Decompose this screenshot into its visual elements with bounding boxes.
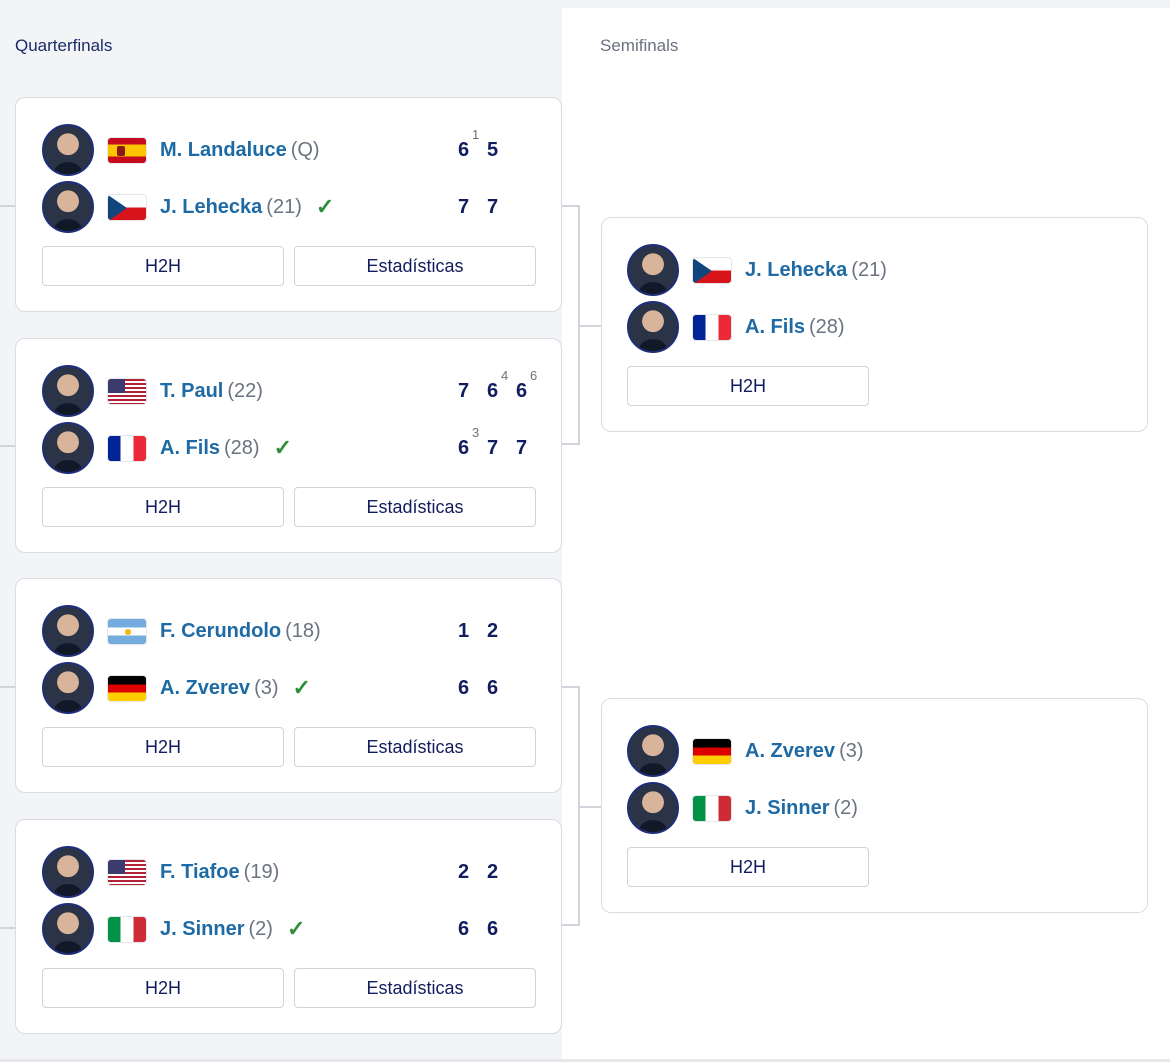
player-name[interactable]: J. Sinner(2) xyxy=(745,796,858,819)
bracket-connector-stub xyxy=(580,325,601,327)
check-icon: ✓ xyxy=(273,435,293,460)
round-title-semifinals: Semifinals xyxy=(600,36,679,55)
player-row[interactable]: F. Tiafoe(19) xyxy=(42,846,279,898)
france-flag-icon xyxy=(107,434,147,462)
player-row[interactable]: A. Zverev(3) ✓ xyxy=(42,662,315,714)
player-name[interactable]: F. Tiafoe(19) xyxy=(160,860,280,883)
player-avatar xyxy=(42,181,94,233)
player-avatar xyxy=(42,365,94,417)
check-icon: ✓ xyxy=(292,675,311,700)
player-avatar xyxy=(42,605,94,657)
player-name[interactable]: A. Fils(28) xyxy=(745,315,845,338)
player-row[interactable]: J. Sinner(2) ✓ xyxy=(42,903,309,955)
stats-button[interactable]: Estadísticas xyxy=(294,246,536,286)
bracket-stub xyxy=(0,205,15,207)
h2h-button[interactable]: H2H xyxy=(42,487,284,527)
bracket-connector-stub xyxy=(580,806,601,808)
player-avatar xyxy=(42,846,94,898)
player-name[interactable]: A. Zverev(3) xyxy=(160,676,279,699)
germany-flag-icon xyxy=(107,674,147,702)
bracket-connector xyxy=(562,205,580,445)
italy-flag-icon xyxy=(692,794,732,822)
player-name[interactable]: T. Paul(22) xyxy=(160,379,263,402)
player-name[interactable]: J. Sinner(2) xyxy=(160,917,273,940)
player-name[interactable]: A. Zverev(3) xyxy=(745,739,864,762)
bracket-stub xyxy=(0,927,15,929)
h2h-button[interactable]: H2H xyxy=(627,366,869,406)
stats-button[interactable]: Estadísticas xyxy=(294,968,536,1008)
spain-flag-icon xyxy=(107,136,147,164)
czech-flag-icon xyxy=(692,256,732,284)
player-row[interactable]: J. Lehecka(21) xyxy=(627,244,887,296)
player-row[interactable]: M. Landaluce(Q) xyxy=(42,124,320,176)
match-card-qf-3: F. Cerundolo(18) 1 2 A. Zverev(3) ✓ 6 6 … xyxy=(15,578,562,793)
match-card-sf-2: A. Zverev(3) J. Sinner(2) H2H xyxy=(601,698,1148,913)
match-card-sf-1: J. Lehecka(21) A. Fils(28) H2H xyxy=(601,217,1148,432)
header-strip xyxy=(562,0,1170,8)
player-name[interactable]: M. Landaluce(Q) xyxy=(160,138,320,161)
player-row[interactable]: A. Fils(28) xyxy=(627,301,845,353)
h2h-button[interactable]: H2H xyxy=(627,847,869,887)
player-avatar xyxy=(42,662,94,714)
bottom-divider xyxy=(0,1059,1170,1062)
player-avatar xyxy=(627,244,679,296)
round-title-quarterfinals: Quarterfinals xyxy=(15,36,113,55)
check-icon: ✓ xyxy=(286,916,306,941)
player-row[interactable]: J. Lehecka(21) ✓ xyxy=(42,181,338,233)
player-row[interactable]: T. Paul(22) xyxy=(42,365,263,417)
usa-flag-icon xyxy=(107,858,147,886)
player-name[interactable]: A. Fils(28) xyxy=(160,436,260,459)
player-name[interactable]: F. Cerundolo(18) xyxy=(160,619,321,642)
bracket-stub xyxy=(0,445,15,447)
score-line: 6 6 xyxy=(458,917,499,940)
player-row[interactable]: A. Zverev(3) xyxy=(627,725,864,777)
germany-flag-icon xyxy=(692,737,732,765)
bracket-stub xyxy=(0,686,15,688)
score-line: 6 6 xyxy=(458,676,499,699)
score-line: 1 2 xyxy=(458,619,499,642)
h2h-button[interactable]: H2H xyxy=(42,727,284,767)
usa-flag-icon xyxy=(107,377,147,405)
player-name[interactable]: J. Lehecka(21) xyxy=(745,258,887,281)
player-name[interactable]: J. Lehecka(21) xyxy=(160,195,302,218)
match-card-qf-4: F. Tiafoe(19) 2 2 J. Sinner(2) ✓ 6 6 H2H… xyxy=(15,819,562,1034)
player-avatar xyxy=(627,301,679,353)
france-flag-icon xyxy=(692,313,732,341)
player-avatar xyxy=(42,124,94,176)
argentina-flag-icon xyxy=(107,617,147,645)
h2h-button[interactable]: H2H xyxy=(42,246,284,286)
player-row[interactable]: A. Fils(28) ✓ xyxy=(42,422,296,474)
bracket-connector xyxy=(562,686,580,926)
player-avatar xyxy=(42,903,94,955)
stats-button[interactable]: Estadísticas xyxy=(294,487,536,527)
italy-flag-icon xyxy=(107,915,147,943)
czech-flag-icon xyxy=(107,193,147,221)
player-avatar xyxy=(627,782,679,834)
player-row[interactable]: F. Cerundolo(18) xyxy=(42,605,321,657)
score-line: 7 7 xyxy=(458,195,499,218)
h2h-button[interactable]: H2H xyxy=(42,968,284,1008)
check-icon: ✓ xyxy=(315,194,335,219)
score-line: 2 2 xyxy=(458,860,499,883)
player-avatar xyxy=(42,422,94,474)
stats-button[interactable]: Estadísticas xyxy=(294,727,536,767)
player-row[interactable]: J. Sinner(2) xyxy=(627,782,858,834)
player-avatar xyxy=(627,725,679,777)
